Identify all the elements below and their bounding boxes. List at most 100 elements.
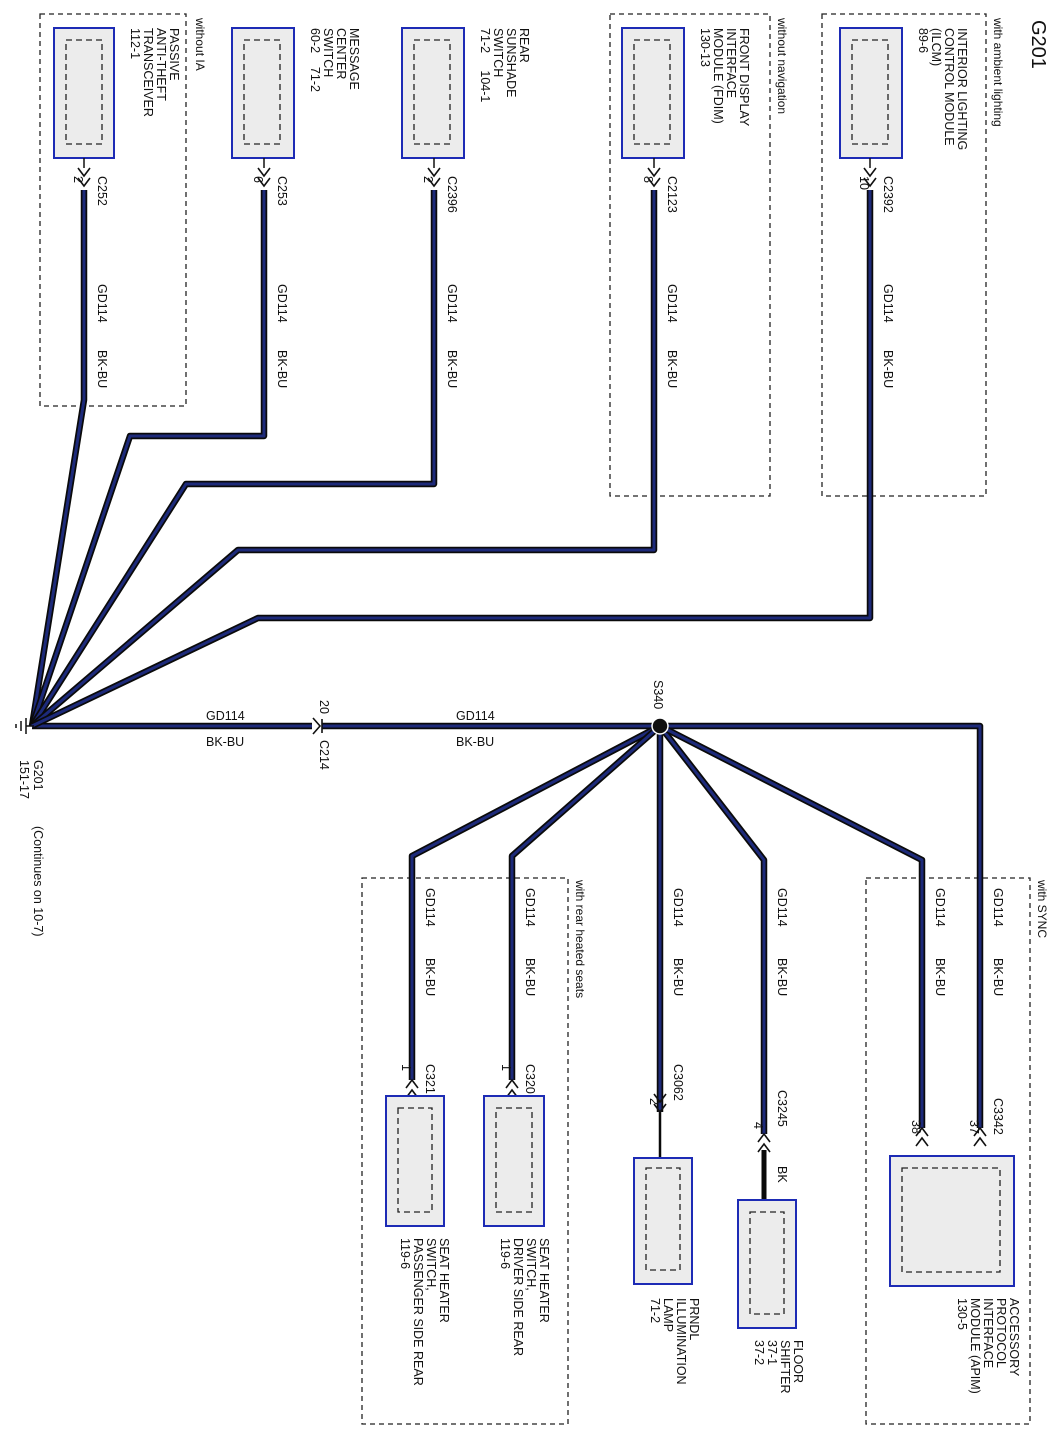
prndl-circuit: GD114: [671, 888, 685, 927]
message-color: BK-BU: [275, 350, 289, 388]
floor-shifter-pin: 4: [751, 1122, 765, 1129]
ilcm-name-3: (ILCM): [929, 28, 943, 66]
message-name-2: CENTER: [334, 28, 348, 79]
fdim-name-2: INTERFACE: [724, 28, 738, 98]
component-message-center-switch: [231, 27, 295, 188]
fdim-pin: 8: [641, 176, 655, 183]
ilcm-circuit: GD114: [881, 284, 895, 323]
sunshade-circuit: GD114: [445, 284, 459, 323]
floor-shifter-connector: C3245: [775, 1090, 789, 1127]
floor-shifter-name-1: FLOOR: [791, 1340, 805, 1383]
sunshade-name-3: SWITCH: [491, 28, 505, 77]
component-seat-heater-passenger: [385, 1078, 445, 1227]
fan-wires: [28, 190, 874, 729]
connector-c214-symbol: [312, 717, 323, 735]
component-seat-heater-driver: [483, 1078, 545, 1227]
floor-shifter-name-4: 37-2: [752, 1340, 766, 1365]
c214-pin: 20: [317, 700, 331, 714]
main-wire-left-color: BK-BU: [206, 735, 244, 749]
splice-s340: [651, 717, 669, 735]
driver-pin: 1: [499, 1064, 513, 1071]
fdim-circuit: GD114: [665, 284, 679, 323]
passenger-name-3: PASSENGER SIDE REAR: [411, 1238, 425, 1386]
floor-shifter-color: BK-BU: [775, 958, 789, 996]
main-wire-core: [32, 724, 982, 1128]
ground-id: G201: [31, 760, 45, 791]
option-label-without-ia: without IA: [193, 17, 207, 71]
driver-name-4: 119-6: [498, 1238, 512, 1269]
sunshade-name-4: 71-2 104-1: [478, 28, 492, 102]
fdim-color: BK-BU: [665, 350, 679, 388]
passive-color: BK-BU: [95, 350, 109, 388]
apim-name-3: INTERFACE: [981, 1298, 995, 1368]
sunshade-color: BK-BU: [445, 350, 459, 388]
prndl-color: BK-BU: [671, 958, 685, 996]
ground-ref: 151-17: [17, 760, 31, 799]
prndl-connector: C3062: [671, 1064, 685, 1101]
component-rear-sunshade-switch: [401, 27, 465, 188]
apim-circuit-a: GD114: [991, 888, 1005, 927]
main-wire-left-circuit: GD114: [206, 709, 245, 723]
apim-name-4: MODULE (APIM): [968, 1298, 982, 1394]
component-prndl-lamp: [633, 1093, 693, 1285]
sunshade-name-1: REAR: [517, 28, 531, 63]
ground-continues: (Continues on 10-7): [31, 826, 45, 936]
passenger-connector: C321: [423, 1064, 437, 1094]
floor-shifter-short-color: BK: [775, 1166, 789, 1183]
fdim-connector: C2123: [665, 176, 679, 213]
passenger-name-2: SWITCH,: [424, 1238, 438, 1291]
component-passive-anti-theft: [53, 27, 115, 188]
apim-color-b: BK-BU: [933, 958, 947, 996]
fdim-name-3: MODULE (FDIM): [711, 28, 725, 124]
passenger-circuit: GD114: [423, 888, 437, 927]
prndl-name-2: ILLUMINATION: [674, 1298, 688, 1385]
ilcm-name-1: INTERIOR LIGHTING: [955, 28, 969, 150]
prndl-name-1: PRNDL: [687, 1298, 701, 1340]
ilcm-name-4: 89-6: [916, 28, 930, 53]
driver-circuit: GD114: [523, 888, 537, 927]
driver-name-2: SWITCH,: [524, 1238, 538, 1291]
main-wire-right-circuit: GD114: [456, 709, 495, 723]
message-pin: 6: [251, 176, 265, 183]
floor-shifter-name-2: SHIFTER: [778, 1340, 792, 1393]
passive-name-3: TRANSCEIVER: [141, 28, 155, 117]
passenger-name-4: 119-6: [398, 1238, 412, 1269]
passive-pin: 2: [71, 176, 85, 183]
splice-wires: [408, 723, 926, 1134]
apim-circuit-b: GD114: [933, 888, 947, 927]
ilcm-pin: 10: [857, 176, 871, 190]
passenger-name-1: SEAT HEATER: [437, 1238, 451, 1323]
floor-shifter-name-3: 37-1: [765, 1340, 779, 1365]
splice-label: S340: [651, 680, 665, 709]
page-title: G201: [1027, 20, 1049, 69]
passenger-color: BK-BU: [423, 958, 437, 996]
option-box-sync: [865, 877, 1031, 1425]
sunshade-connector: C2396: [445, 176, 459, 213]
option-label-rear-heated-seats: with rear heated seats: [573, 879, 587, 998]
prndl-name-3: LAMP: [661, 1298, 675, 1332]
sunshade-pin: 2: [421, 176, 435, 183]
passive-name-4: 112-1: [128, 28, 142, 59]
fdim-name-4: 130-13: [698, 28, 712, 67]
component-floor-shifter: [737, 1132, 797, 1329]
passenger-pin: 1: [399, 1064, 413, 1071]
main-wire-right-color: BK-BU: [456, 735, 494, 749]
message-circuit: GD114: [275, 284, 289, 323]
apim-name-5: 130-5: [955, 1298, 969, 1330]
apim-pin-a: 37: [967, 1120, 981, 1134]
option-box-without-ia: [39, 13, 187, 407]
apim-color-a: BK-BU: [991, 958, 1005, 996]
prndl-name-4: 71-2: [648, 1298, 662, 1323]
driver-color: BK-BU: [523, 958, 537, 996]
ground-symbol-g201: [15, 718, 34, 734]
driver-connector: C320: [523, 1064, 537, 1094]
c214-label: C214: [317, 740, 331, 770]
ilcm-name-2: CONTROL MODULE: [942, 28, 956, 146]
passive-circuit: GD114: [95, 284, 109, 323]
option-box-rear-heated-seats: [361, 877, 569, 1425]
option-box-without-navigation: [609, 13, 771, 497]
option-label-ambient-lighting: with ambient lighting: [991, 17, 1005, 127]
option-box-ambient-lighting: [821, 13, 987, 497]
apim-name-2: PROTOCOL: [994, 1298, 1008, 1368]
